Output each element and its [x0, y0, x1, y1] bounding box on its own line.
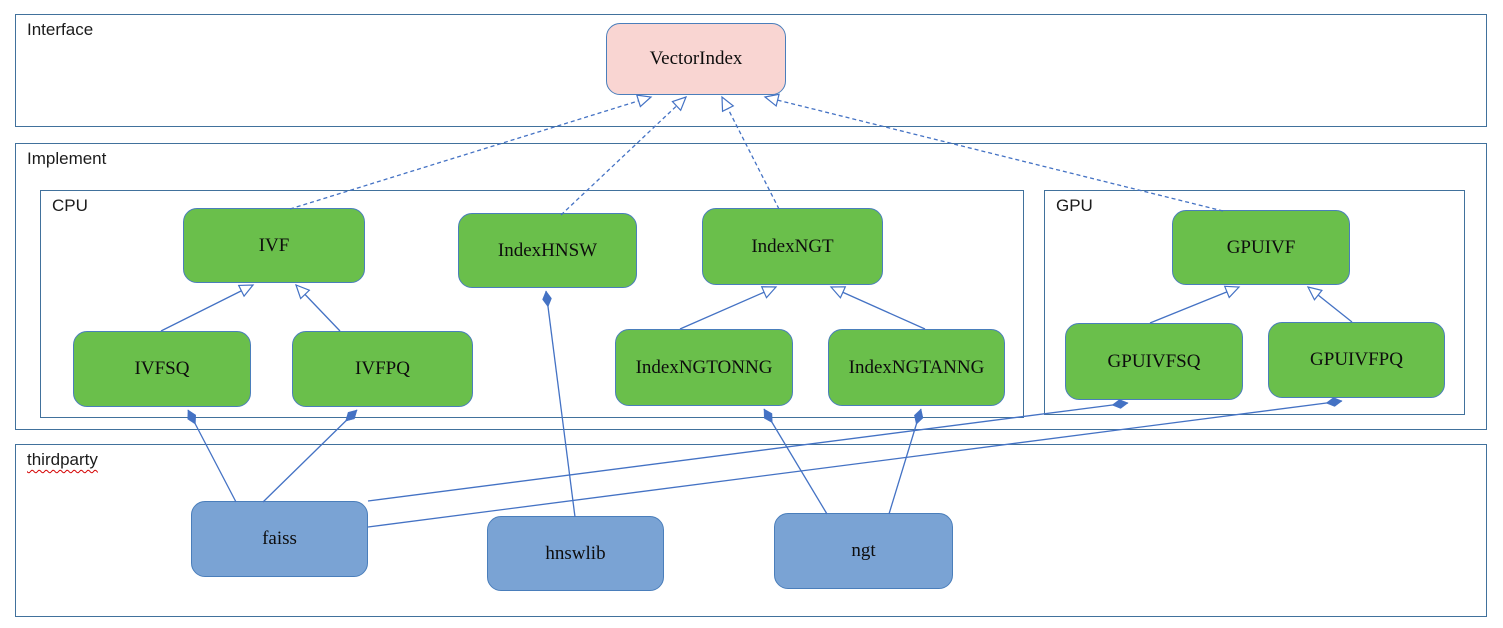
node-indexhnsw-label: IndexHNSW	[497, 239, 598, 261]
node-gpuivfsq: GPUIVFSQ	[1065, 323, 1243, 400]
node-ngt: ngt	[774, 513, 953, 589]
node-ivfpq-label: IVFPQ	[355, 358, 410, 379]
node-hnswlib-label: hnswlib	[545, 542, 606, 564]
node-gpuivfpq-label: GPUIVFPQ	[1310, 349, 1403, 370]
node-faiss-label: faiss	[262, 528, 297, 549]
node-gpuivfsq-label: GPUIVFSQ	[1107, 350, 1201, 372]
node-gpuivfpq: GPUIVFPQ	[1268, 322, 1445, 398]
section-implement-label: Implement	[27, 149, 107, 168]
node-ivf: IVF	[183, 208, 365, 283]
node-indexngt-label: IndexNGT	[751, 235, 834, 257]
section-gpu-label: GPU	[1056, 196, 1093, 215]
node-vectorindex-label: VectorIndex	[649, 48, 743, 69]
node-indexngt: IndexNGT	[702, 208, 883, 285]
node-indexngtonng: IndexNGTONNG	[615, 329, 793, 406]
node-ivfsq: IVFSQ	[73, 331, 251, 407]
node-ngt-label: ngt	[851, 540, 876, 561]
section-cpu-label: CPU	[52, 196, 88, 215]
node-faiss: faiss	[191, 501, 368, 577]
node-gpuivf: GPUIVF	[1172, 210, 1350, 285]
node-hnswlib: hnswlib	[487, 516, 664, 591]
node-gpuivf-label: GPUIVF	[1226, 236, 1296, 258]
node-indexngtanng: IndexNGTANNG	[828, 329, 1005, 406]
node-vectorindex: VectorIndex	[606, 23, 786, 95]
section-interface-label: Interface	[27, 20, 94, 39]
section-thirdparty-label: thirdparty	[27, 450, 98, 469]
node-indexngtonng-label: IndexNGTONNG	[635, 356, 773, 378]
node-indexhnsw: IndexHNSW	[458, 213, 637, 288]
node-indexngtanng-label: IndexNGTANNG	[848, 356, 985, 378]
node-ivfpq: IVFPQ	[292, 331, 473, 407]
node-ivfsq-label: IVFSQ	[134, 358, 190, 379]
node-ivf-label: IVF	[258, 234, 290, 256]
